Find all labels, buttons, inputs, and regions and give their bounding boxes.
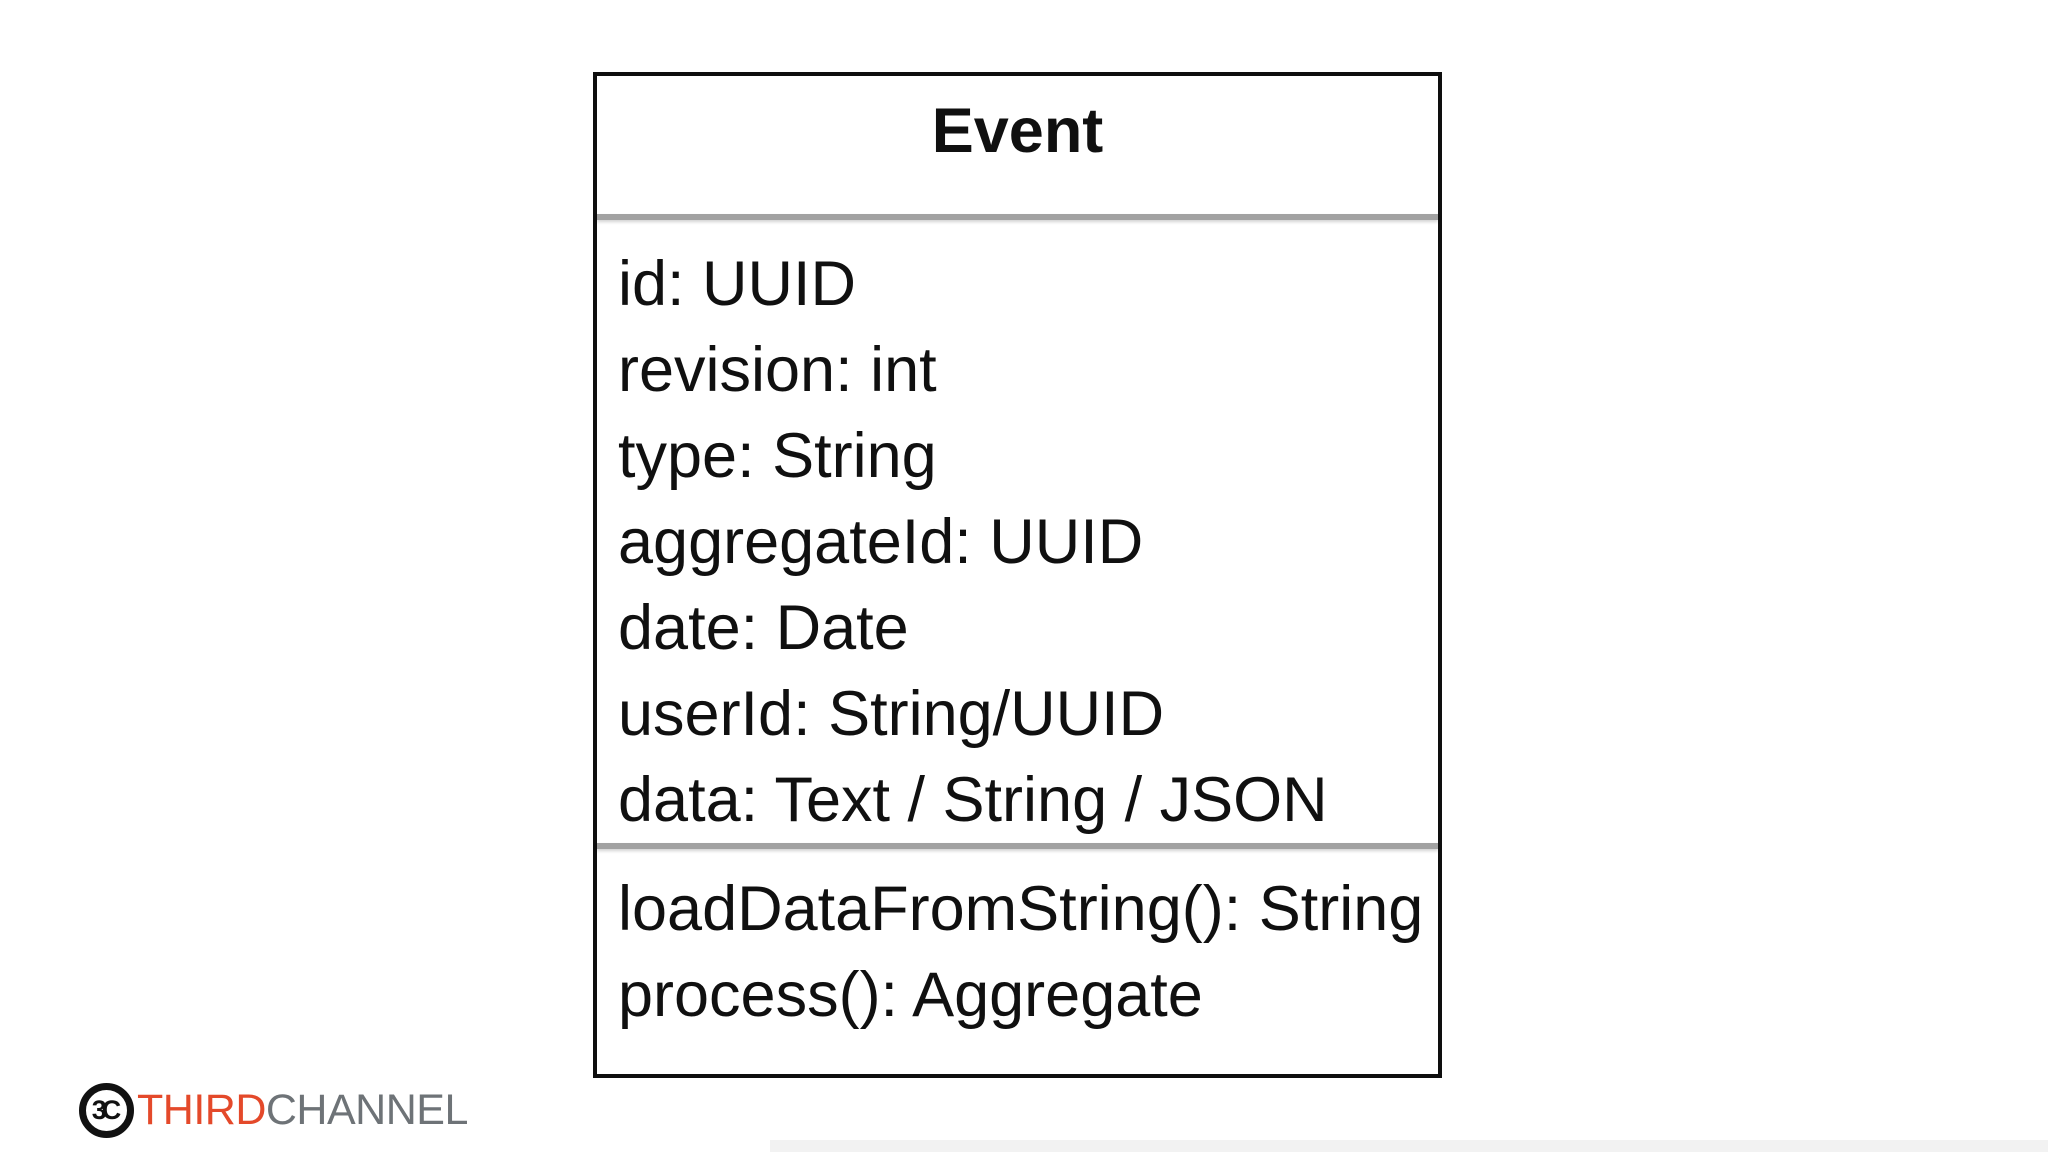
wordmark-channel: CHANNEL bbox=[265, 1086, 469, 1134]
uml-class-box: Event id: UUID revision: int type: String a… bbox=[593, 72, 1442, 1078]
thirdchannel-logo: 3C THIRDCHANNEL bbox=[79, 1083, 468, 1138]
method-item: loadDataFromString(): String bbox=[618, 874, 1424, 944]
attribute-item: id: UUID bbox=[618, 249, 857, 319]
bottom-edge-artifact bbox=[770, 1140, 2048, 1152]
compartment-separator-bottom bbox=[597, 843, 1438, 849]
attribute-item: aggregateId: UUID bbox=[618, 507, 1144, 577]
icon-monogram: 3C bbox=[91, 1095, 121, 1125]
thirdchannel-wordmark: THIRDCHANNEL bbox=[137, 1089, 468, 1132]
thirdchannel-3c-icon: 3C bbox=[79, 1083, 134, 1138]
attribute-item: userId: String/UUID bbox=[618, 679, 1165, 749]
method-item: process(): Aggregate bbox=[618, 960, 1203, 1030]
compartment-separator-top bbox=[597, 214, 1438, 220]
attribute-item: type: String bbox=[618, 421, 937, 491]
attribute-item: data: Text / String / JSON bbox=[618, 765, 1328, 835]
wordmark-third: THIRD bbox=[137, 1086, 266, 1134]
attributes-compartment: id: UUID revision: int type: String aggrega… bbox=[597, 220, 1438, 843]
attribute-item: revision: int bbox=[618, 335, 937, 405]
methods-compartment: loadDataFromString(): String process(): A… bbox=[597, 849, 1438, 1074]
uml-class-name-compartment: Event bbox=[597, 76, 1438, 214]
attribute-item: date: Date bbox=[618, 593, 909, 663]
class-name: Event bbox=[931, 96, 1104, 166]
